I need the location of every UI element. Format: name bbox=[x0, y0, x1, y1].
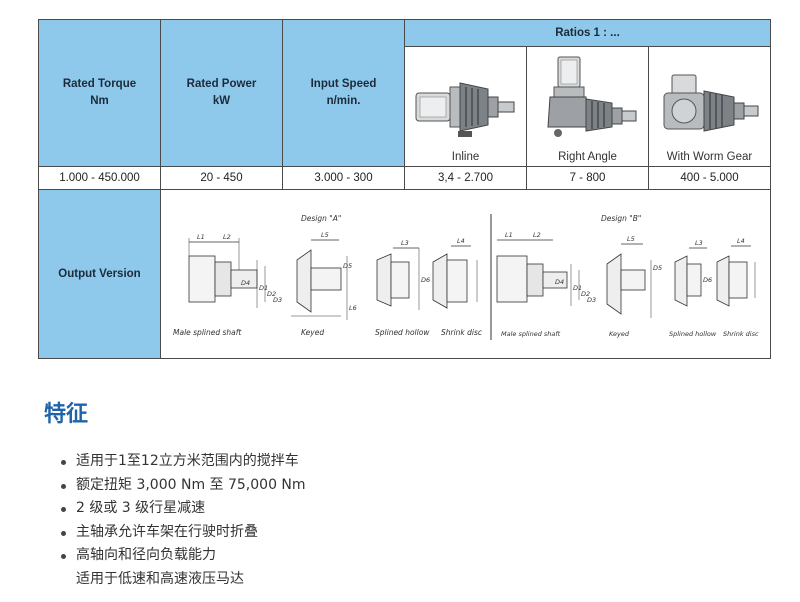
value-ratio-right-angle: 7 - 800 bbox=[526, 166, 648, 189]
dim-a-L4: L4 bbox=[457, 237, 465, 245]
dim-a-D1: D1 bbox=[259, 284, 268, 292]
features-list: 适用于1至12立方米范围内的搅拌车 额定扭矩 3,000 Nm 至 75,000… bbox=[44, 450, 744, 591]
feature-item: 2 级或 3 级行星减速 bbox=[44, 497, 744, 521]
feature-item: 额定扭矩 3,000 Nm 至 75,000 Nm bbox=[44, 474, 744, 498]
dim-b-L3: L3 bbox=[695, 239, 703, 247]
header-rated-torque: Rated Torque Nm bbox=[39, 20, 160, 166]
dim-b-D6: D6 bbox=[703, 276, 712, 284]
features-title: 特征 bbox=[44, 402, 89, 427]
caption-b-shrink-disc: Shrink disc bbox=[723, 330, 759, 338]
header-speed-title: Input Speed bbox=[310, 78, 377, 90]
value-power: 20 - 450 bbox=[160, 166, 282, 189]
worm-gear-gearbox-icon bbox=[663, 74, 759, 132]
value-ratio-inline: 3,4 - 2.700 bbox=[404, 166, 526, 189]
output-version-drawings: Design "A" Design "B" bbox=[160, 189, 770, 358]
dim-b-D2: D2 bbox=[581, 290, 590, 298]
feature-item: 主轴承允许车架在行驶时折叠 bbox=[44, 521, 744, 545]
output-version-label: Output Version bbox=[39, 189, 160, 358]
dim-a-D2: D2 bbox=[267, 290, 276, 298]
design-b-label: Design "B" bbox=[601, 214, 642, 223]
value-power-text: 20 - 450 bbox=[200, 172, 243, 184]
dim-a-L2: L2 bbox=[223, 233, 231, 241]
value-ratio-worm: 400 - 5.000 bbox=[648, 166, 770, 189]
value-ratio-inline-text: 3,4 - 2.700 bbox=[438, 172, 493, 184]
design-a-label: Design "A" bbox=[301, 214, 342, 223]
feature-item-continuation: 适用于低速和高速液压马达 bbox=[76, 570, 244, 587]
dim-a-D5: D5 bbox=[343, 262, 352, 270]
dim-a-L3: L3 bbox=[401, 239, 409, 247]
dim-a-L6: L6 bbox=[349, 304, 357, 312]
output-version-text: Output Version bbox=[58, 267, 141, 280]
header-torque-unit: Nm bbox=[90, 95, 109, 107]
right-angle-gearbox-icon bbox=[547, 56, 637, 137]
dim-a-L5: L5 bbox=[321, 231, 329, 239]
header-power-unit: kW bbox=[212, 95, 231, 107]
type-label-right-angle: Right Angle bbox=[558, 151, 617, 163]
value-ratio-right-angle-text: 7 - 800 bbox=[569, 172, 606, 184]
dim-b-D5: D5 bbox=[653, 264, 662, 272]
ratios-title: Ratios 1 : ... bbox=[555, 27, 620, 39]
feature-item: 高轴向和径向负载能力 bbox=[44, 544, 744, 568]
header-speed-unit: n/min. bbox=[326, 95, 361, 107]
type-cell-right-angle: Right Angle bbox=[526, 46, 648, 166]
inline-gearbox-icon bbox=[415, 82, 515, 137]
caption-a-keyed: Keyed bbox=[301, 328, 325, 337]
dim-a-L1: L1 bbox=[197, 233, 205, 241]
caption-a-shrink-disc: Shrink disc bbox=[441, 328, 483, 337]
dim-b-L1: L1 bbox=[505, 231, 513, 239]
technical-drawings: L1 L2 L5 L3 L4 D4 D1 D2 D3 D5 D6 L6 L1 L… bbox=[188, 214, 756, 340]
header-rated-power: Rated Power kW bbox=[160, 20, 282, 166]
type-cell-inline: Inline bbox=[404, 46, 526, 166]
type-label-worm-gear: With Worm Gear bbox=[666, 151, 753, 163]
value-speed: 3.000 - 300 bbox=[282, 166, 404, 189]
header-ratios: Ratios 1 : ... bbox=[404, 20, 770, 46]
feature-item: 适用于1至12立方米范围内的搅拌车 bbox=[44, 450, 744, 474]
caption-a-splined-hollow: Splined hollow bbox=[375, 328, 430, 337]
caption-b-male-splined: Male splined shaft bbox=[501, 330, 561, 338]
header-power-title: Rated Power bbox=[186, 78, 257, 90]
value-speed-text: 3.000 - 300 bbox=[314, 172, 373, 184]
header-input-speed: Input Speed n/min. bbox=[282, 20, 404, 166]
dim-b-D4: D4 bbox=[555, 278, 564, 286]
features-section: 特征 适用于1至12立方米范围内的搅拌车 额定扭矩 3,000 Nm 至 75,… bbox=[44, 400, 744, 591]
caption-a-male-splined: Male splined shaft bbox=[173, 328, 242, 337]
value-torque: 1.000 - 450.000 bbox=[39, 166, 160, 189]
dim-a-D6: D6 bbox=[421, 276, 430, 284]
dim-b-L5: L5 bbox=[627, 235, 635, 243]
caption-b-keyed: Keyed bbox=[609, 330, 630, 338]
spec-table: Rated Torque Nm Rated Power kW Input Spe… bbox=[38, 19, 771, 359]
dim-a-D3: D3 bbox=[273, 296, 282, 304]
caption-b-splined-hollow: Splined hollow bbox=[669, 330, 717, 338]
value-ratio-worm-text: 400 - 5.000 bbox=[680, 172, 739, 184]
dim-b-D1: D1 bbox=[573, 284, 582, 292]
dim-b-D3: D3 bbox=[587, 296, 596, 304]
value-torque-text: 1.000 - 450.000 bbox=[59, 172, 140, 184]
type-label-inline: Inline bbox=[451, 151, 480, 163]
header-torque-title: Rated Torque bbox=[62, 78, 137, 90]
dim-a-D4: D4 bbox=[241, 279, 250, 287]
dim-b-L2: L2 bbox=[533, 231, 541, 239]
dim-b-L4: L4 bbox=[737, 237, 745, 245]
type-cell-worm-gear: With Worm Gear bbox=[648, 46, 770, 166]
